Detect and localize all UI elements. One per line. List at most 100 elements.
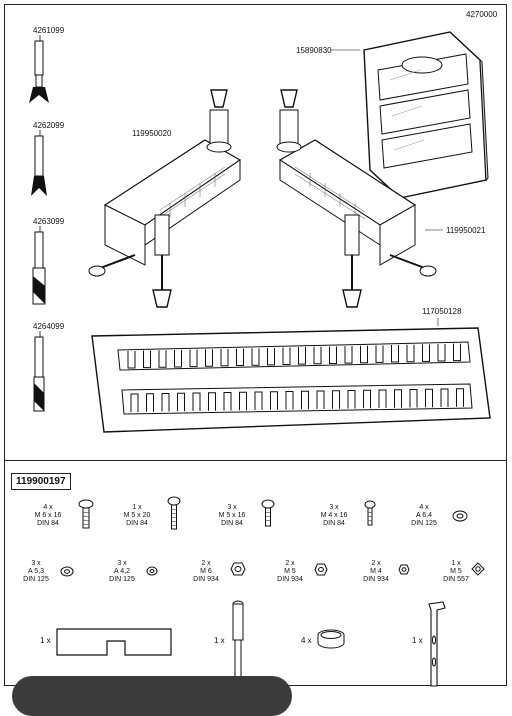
dovetail-template-drawing: [91, 318, 491, 433]
fastener-norm-4: DIN 934: [277, 576, 303, 583]
template-slot-lower: [316, 390, 325, 409]
template-slot-upper: [422, 344, 430, 362]
storage-case-drawing: [330, 31, 489, 199]
fastener-qty-1: 3 x: [31, 560, 41, 567]
template-slot-lower: [456, 388, 464, 407]
screw-size-5: A 6,4: [416, 512, 432, 519]
hardware-set-id: 119900197: [11, 473, 71, 490]
template-slot-lower: [223, 392, 232, 411]
template-slot-lower: [208, 392, 216, 411]
screw-size-4: M 4 x 16: [320, 512, 348, 519]
template-slot-upper: [127, 351, 136, 369]
template-slot-upper: [437, 344, 446, 362]
template-slot-lower: [192, 392, 201, 411]
template-slot-upper: [174, 349, 182, 368]
fastener-size-6: M 5: [450, 568, 462, 575]
template-slot-upper: [375, 345, 384, 363]
template-slot-upper: [406, 344, 415, 363]
template-slot-lower: [347, 390, 356, 409]
guide-pin-drawing: [232, 600, 244, 689]
template-slot-upper: [189, 349, 198, 368]
template-slot-lower: [285, 391, 294, 410]
router-bit-4-drawing: [33, 331, 45, 412]
fastener-norm-6: DIN 557: [443, 576, 469, 583]
template-slot-upper: [158, 350, 167, 368]
screw-m5x20-icon: [167, 496, 181, 530]
screw-qty-2: 1 x: [132, 504, 142, 511]
template-slot-upper: [344, 346, 353, 364]
template-slot-upper: [453, 343, 461, 362]
nut-m4-icon: [398, 564, 410, 575]
left-clamp-drawing: [88, 89, 242, 308]
template-slot-upper: [313, 346, 322, 365]
template-slot-upper: [329, 346, 337, 364]
template-slot-lower: [394, 389, 402, 408]
template-slot-upper: [282, 347, 291, 365]
screw-norm-4: DIN 84: [323, 520, 345, 527]
bit-2-part-number: 4262099: [33, 121, 65, 130]
right-clamp-part-number: 119950021: [446, 226, 486, 235]
screw-size-3: M 5 x 16: [218, 512, 246, 519]
template-slot-lower: [254, 391, 263, 410]
screw-qty-3: 3 x: [227, 504, 237, 511]
screw-norm-1: DIN 84: [37, 520, 59, 527]
bit-1-part-number: 4261099: [33, 26, 65, 35]
fastener-norm-2: DIN 125: [109, 576, 135, 583]
stop-plate-qty: 1 x: [40, 636, 51, 645]
fastener-norm-5: DIN 934: [363, 576, 389, 583]
washer-a64-icon: [452, 510, 468, 522]
fastener-size-3: M 6: [200, 568, 212, 575]
template-slot-upper: [298, 347, 306, 365]
right-clamp-drawing: [276, 89, 443, 308]
fastener-size-5: M 4: [370, 568, 382, 575]
angle-bracket-drawing: [428, 601, 446, 687]
template-slot-lower: [363, 389, 371, 409]
template-slot-lower: [409, 389, 418, 408]
fastener-qty-3: 2 x: [201, 560, 211, 567]
bit-3-part-number: 4263099: [33, 217, 65, 226]
fastener-qty-2: 3 x: [117, 560, 127, 567]
template-slot-upper: [205, 349, 213, 367]
nut-m6-icon: [230, 562, 246, 576]
screw-qty-1: 4 x: [43, 504, 53, 511]
screw-norm-3: DIN 84: [221, 520, 243, 527]
template-slot-lower: [239, 391, 247, 411]
screw-m6x16-icon: [78, 499, 94, 529]
template-slot-lower: [378, 389, 387, 408]
template-slot-upper: [143, 350, 151, 369]
guide-ring-icon: [317, 629, 345, 649]
fastener-size-4: M 5: [284, 568, 296, 575]
washer-a53-icon: [60, 566, 74, 577]
template-slot-lower: [161, 393, 170, 412]
ring-qty: 4 x: [301, 636, 312, 645]
template-slot-lower: [270, 391, 278, 410]
fastener-qty-4: 2 x: [285, 560, 295, 567]
fastener-qty-5: 2 x: [371, 560, 381, 567]
fastener-size-2: A 4,2: [114, 568, 130, 575]
template-slot-upper: [236, 348, 244, 367]
screw-m5x16-icon: [261, 499, 275, 527]
template-slot-lower: [130, 393, 139, 412]
doc-number: 4270000: [466, 10, 498, 19]
router-bit-3-drawing: [32, 226, 46, 305]
square-nut-m5-icon: [471, 562, 485, 576]
template-slot-lower: [440, 388, 449, 407]
router-bit-1-drawing: [29, 35, 49, 103]
template-slot-upper: [391, 345, 399, 363]
fastener-size-1: A 5,3: [28, 568, 44, 575]
left-clamp-part-number: 119950020: [132, 129, 172, 138]
screw-m4x16-icon: [364, 500, 376, 526]
screw-size-2: M 5 x 20: [123, 512, 151, 519]
template-slot-lower: [146, 393, 154, 412]
fastener-norm-1: DIN 125: [23, 576, 49, 583]
